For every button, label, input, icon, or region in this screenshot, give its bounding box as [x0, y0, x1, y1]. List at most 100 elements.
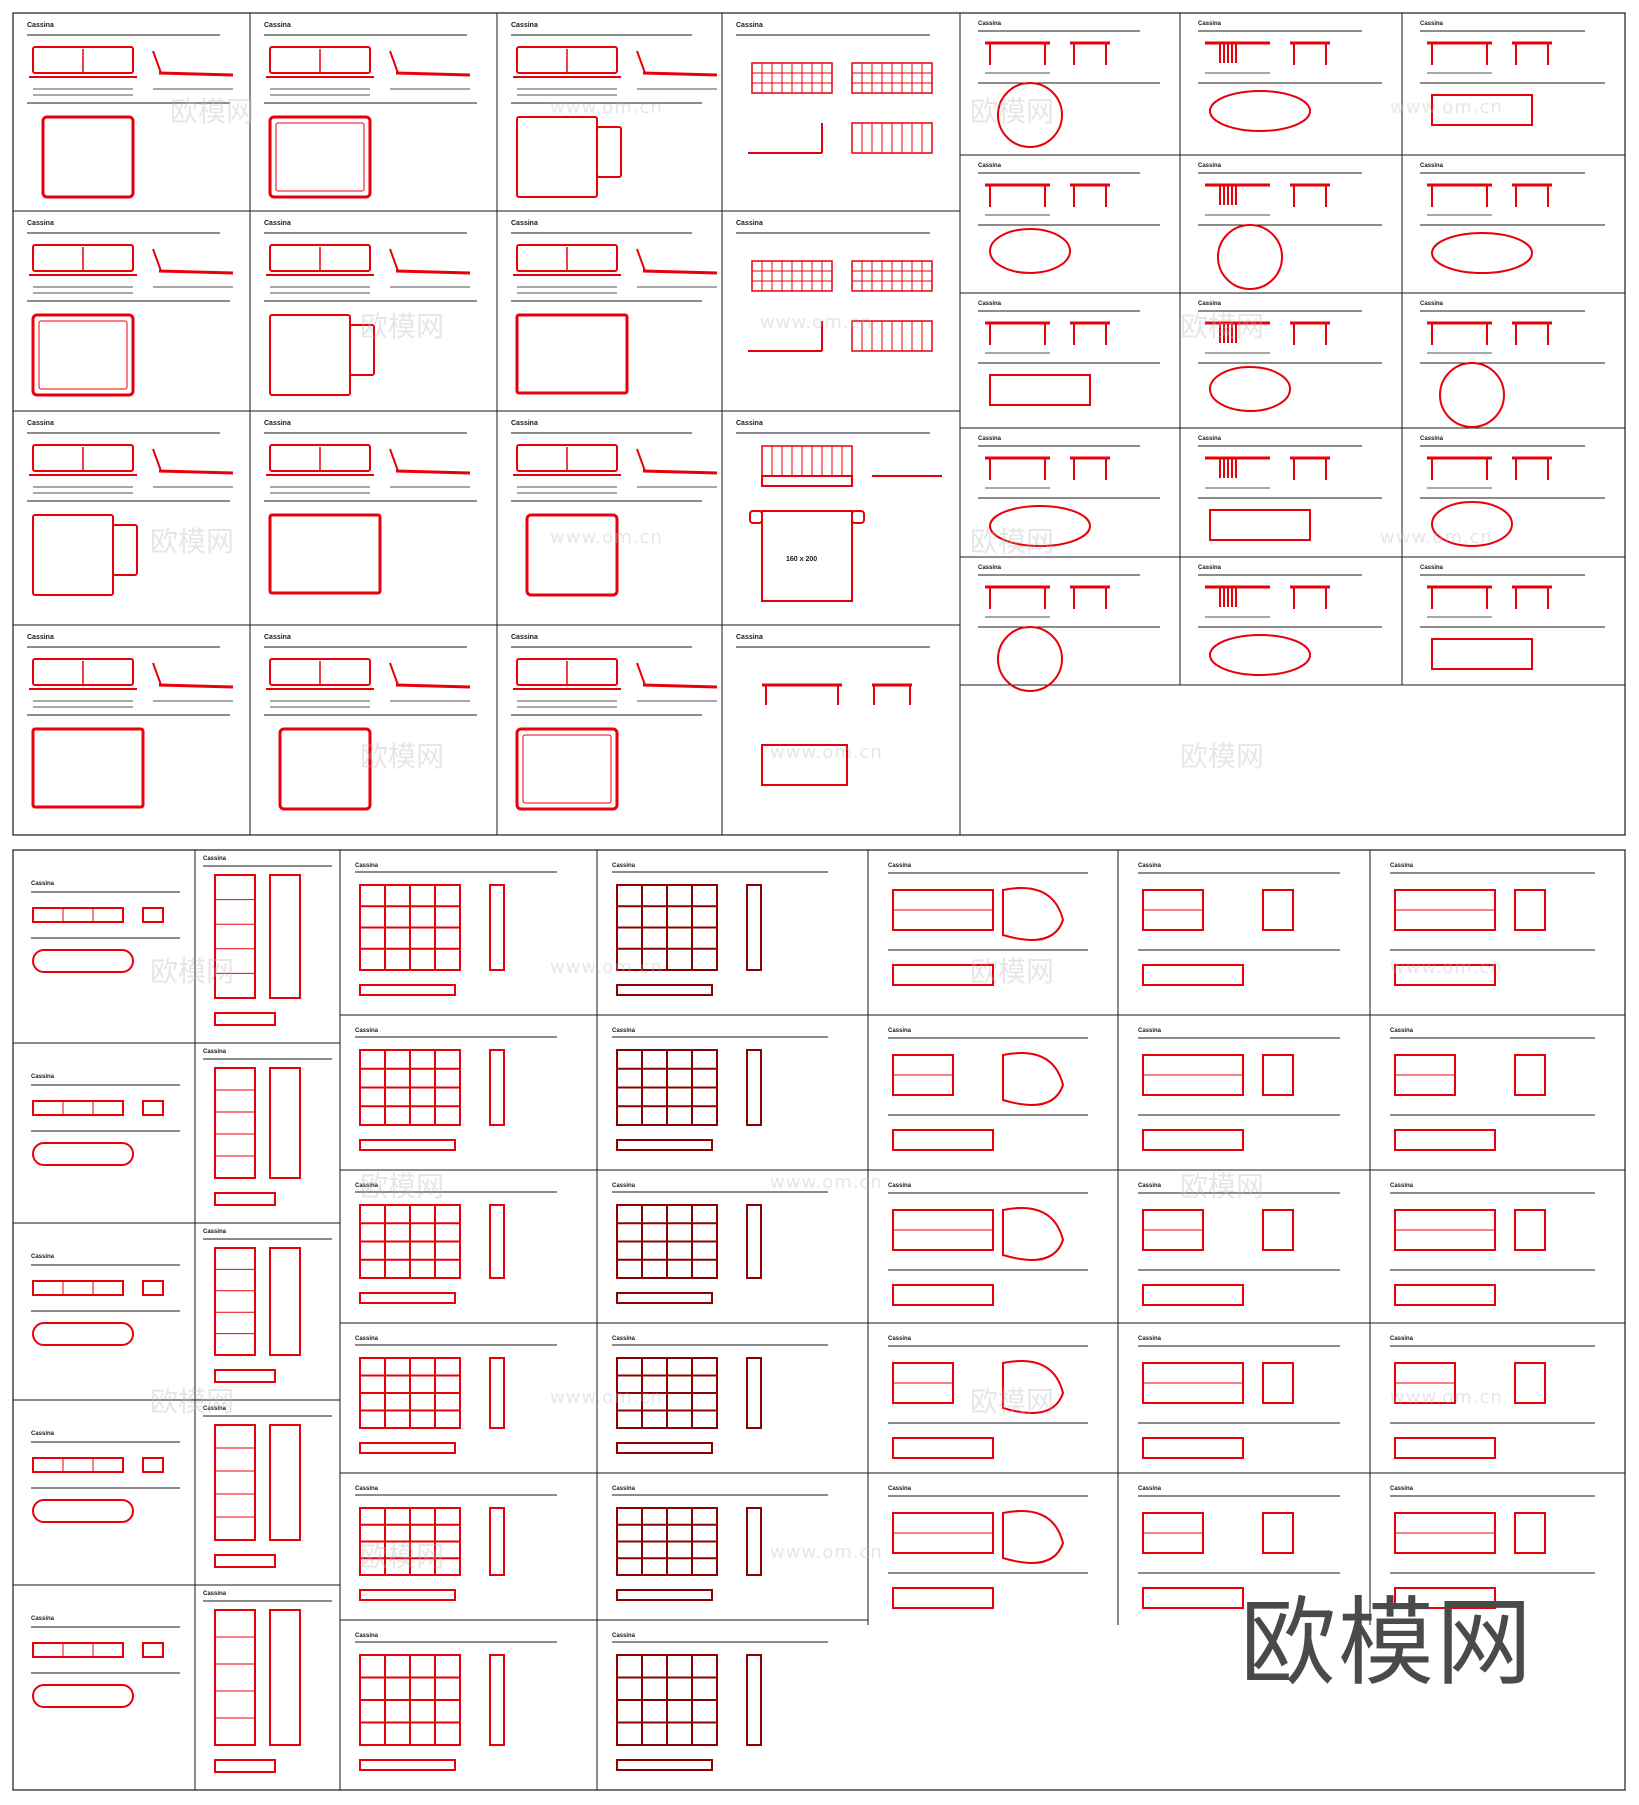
brand-label: Cassina	[1198, 436, 1222, 442]
sofa-plan-view	[41, 115, 135, 199]
sofa-plan-inner	[38, 320, 128, 390]
shelving-side	[746, 1204, 762, 1279]
sofa-plan-inner	[275, 122, 365, 192]
sofa-side-seat	[642, 683, 718, 689]
cabinet-plan	[1142, 1129, 1244, 1151]
brand-label: Cassina	[888, 1028, 912, 1034]
sofa-side-seat	[158, 269, 234, 275]
sofa-side-back	[152, 448, 162, 472]
shelving-plan	[616, 1139, 713, 1151]
sofa-side-back	[389, 50, 399, 74]
brand-label: Cassina	[264, 22, 291, 29]
oval-table-top	[1209, 634, 1311, 676]
cabinet-plan	[1142, 964, 1244, 986]
cabinet-plan	[1142, 1437, 1244, 1459]
shelving-plan	[359, 1589, 456, 1601]
brand-label: Cassina	[27, 220, 54, 227]
sofa-plan-chaise	[596, 126, 622, 178]
sofa-side-back	[636, 50, 646, 74]
sideboard-side	[142, 907, 164, 923]
shelving-plan	[359, 984, 456, 996]
sofa-side-seat	[395, 269, 471, 275]
sideboard-elevation	[32, 1642, 124, 1658]
shelving-side	[746, 1357, 762, 1429]
brand-label: Cassina	[1420, 301, 1444, 307]
brand-label: Cassina	[736, 634, 763, 641]
brand-label: Cassina	[978, 565, 1002, 571]
sofa-side-back	[152, 662, 162, 686]
brand-label: Cassina	[1420, 21, 1444, 27]
brand-label: Cassina	[203, 1591, 227, 1597]
bookcase-side	[269, 874, 301, 999]
brand-label: Cassina	[27, 420, 54, 427]
sofa-side-seat	[642, 71, 718, 77]
shelving-side	[489, 1654, 505, 1746]
cabinet-side	[1262, 1209, 1294, 1251]
brand-label: Cassina	[736, 420, 763, 427]
bookcase-elevation	[214, 1247, 256, 1356]
sideboard-plan	[32, 1322, 134, 1346]
brand-label: Cassina	[612, 1633, 636, 1639]
sideboard-side	[142, 1100, 164, 1116]
cabinet-side	[1262, 1512, 1294, 1554]
sofa-side-seat	[642, 469, 718, 475]
oval-table-top	[1209, 90, 1311, 132]
shelving-side	[746, 884, 762, 971]
cabinet-side	[1514, 1209, 1546, 1251]
bookcase-elevation	[214, 1067, 256, 1179]
brand-label: Cassina	[355, 1633, 379, 1639]
sofa-plan-view	[268, 513, 382, 595]
bookcase-side	[269, 1067, 301, 1179]
sofa-side-seat	[395, 469, 471, 475]
sofa-side-seat	[642, 269, 718, 275]
brand-label: Cassina	[1420, 565, 1444, 571]
table-top-plan	[1431, 638, 1533, 670]
bed-size-label: 160 x 200	[786, 556, 817, 563]
brand-label: Cassina	[1138, 1336, 1162, 1342]
brand-label: Cassina	[203, 1406, 227, 1412]
lower-sheet-frame	[12, 849, 1626, 1791]
sofa-plan-view	[515, 727, 619, 811]
cabinet-plan	[1142, 1587, 1244, 1609]
brand-label: Cassina	[355, 1183, 379, 1189]
cabinet-plan	[892, 1284, 994, 1306]
shelving-side	[489, 1204, 505, 1279]
brand-label: Cassina	[612, 1486, 636, 1492]
brand-label: Cassina	[1390, 1183, 1414, 1189]
upper-sheet-frame	[12, 12, 1626, 836]
sofa-side-back	[636, 248, 646, 272]
cabinet-plan	[1394, 1129, 1496, 1151]
shelving-side	[746, 1049, 762, 1126]
sofa-side-seat	[158, 683, 234, 689]
brand-label: Cassina	[736, 22, 763, 29]
sofa-side-back	[636, 448, 646, 472]
shelving-plan	[616, 1292, 713, 1304]
brand-label: Cassina	[511, 22, 538, 29]
round-table-top	[1439, 362, 1505, 428]
brand-label: Cassina	[1198, 301, 1222, 307]
cabinet-perspective	[1002, 1207, 1065, 1261]
sideboard-plan	[32, 1684, 134, 1708]
brand-label: Cassina	[978, 21, 1002, 27]
bookcase-plan	[214, 1192, 276, 1206]
cabinet-side	[1262, 889, 1294, 931]
oval-table-top	[1209, 366, 1291, 412]
brand-label: Cassina	[203, 856, 227, 862]
sofa-side-seat	[395, 683, 471, 689]
shelving-plan	[616, 1442, 713, 1454]
cabinet-plan	[1394, 1437, 1496, 1459]
brand-label: Cassina	[736, 220, 763, 227]
sideboard-plan	[32, 1142, 134, 1166]
oval-table-top	[989, 505, 1091, 547]
shelving-side	[489, 1357, 505, 1429]
brand-label: Cassina	[31, 1254, 55, 1260]
shelving-plan	[359, 1442, 456, 1454]
sofa-plan-view	[516, 116, 598, 198]
shelving-side	[746, 1507, 762, 1576]
sofa-plan-chaise	[349, 324, 375, 376]
brand-label: Cassina	[203, 1229, 227, 1235]
cabinet-plan	[892, 964, 994, 986]
brand-label: Cassina	[888, 863, 912, 869]
bookcase-plan	[214, 1759, 276, 1773]
